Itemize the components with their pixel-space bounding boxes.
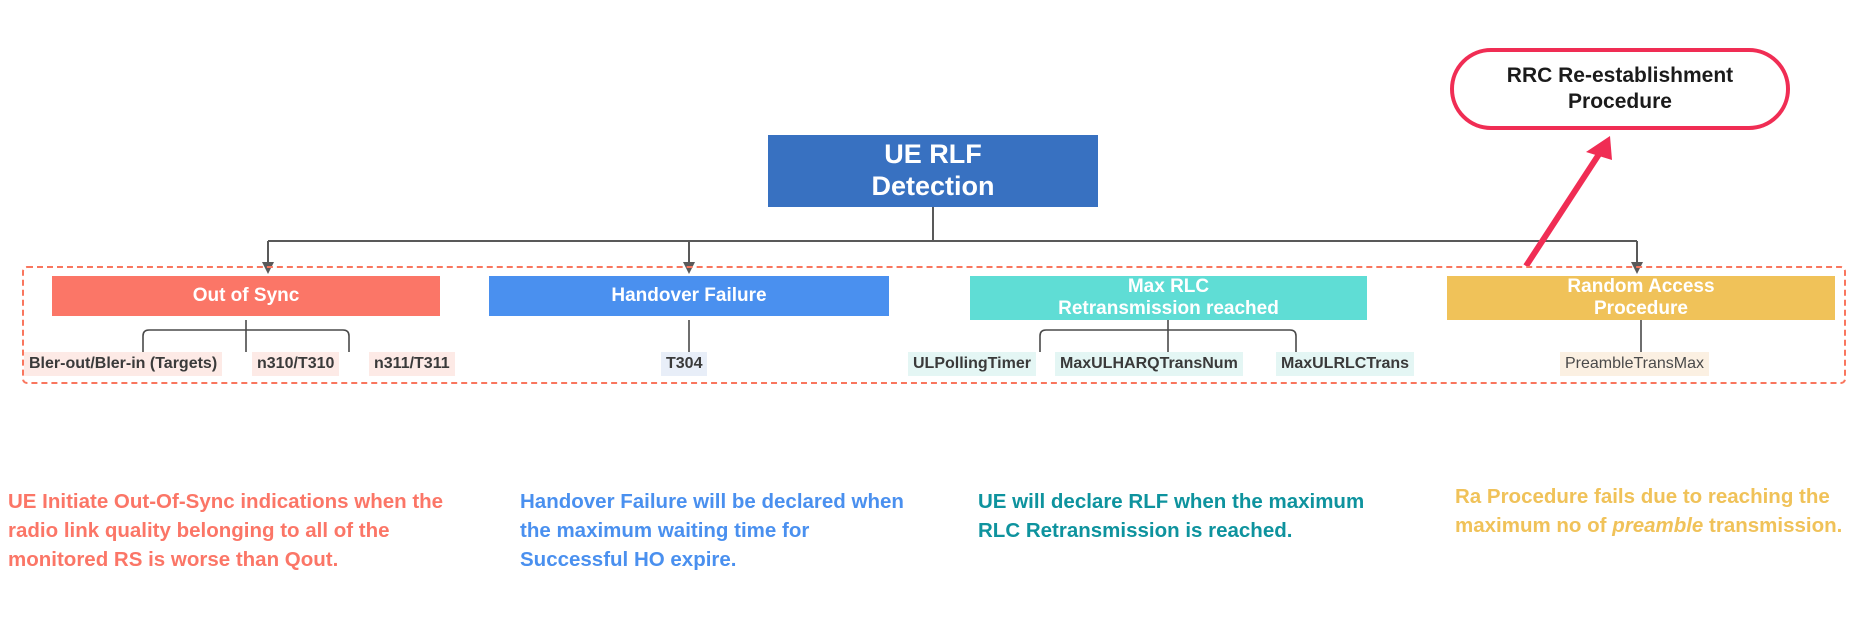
caption-out-of-sync: UE Initiate Out-Of-Sync indications when…	[8, 490, 444, 572]
root-node-line2: Detection	[871, 171, 995, 201]
caption-random-access: Ra Procedure fails due to reaching the m…	[1455, 482, 1855, 540]
branch-random-access-line2: Procedure	[1594, 298, 1688, 319]
caption-ra-after: transmission.	[1703, 514, 1843, 538]
branch-random-access-label: Random Access Procedure	[1567, 276, 1714, 320]
leaf-n311-t311[interactable]: n311/T311	[369, 352, 455, 376]
leaf-maxulharqtransnum[interactable]: MaxULHARQTransNum	[1055, 352, 1243, 376]
caption-handover-failure: Handover Failure will be declared when t…	[520, 490, 904, 572]
caption-max-rlc: UE will declare RLF when the maximum RLC…	[978, 490, 1365, 543]
rlf-causes-group-boundary	[22, 266, 1846, 384]
rrc-node-line1: RRC Re-establishment	[1506, 63, 1734, 87]
branch-max-rlc-line2: Retransmission reached	[1058, 298, 1279, 319]
branch-max-rlc-retransmission[interactable]: Max RLC Retransmission reached	[970, 276, 1367, 320]
leaf-maxulrlctrans[interactable]: MaxULRLCTrans	[1276, 352, 1415, 376]
root-node-label: UE RLF Detection	[871, 139, 994, 203]
leaf-bler-out-bler-in[interactable]: Bler-out/Bler-in (Targets)	[24, 352, 223, 376]
branch-handover-failure[interactable]: Handover Failure	[489, 276, 889, 316]
branch-random-access-line1: Random Access	[1567, 276, 1715, 298]
branch-max-rlc-line1: Max RLC	[1127, 276, 1210, 298]
rrc-reestablishment-node[interactable]: RRC Re-establishment Procedure	[1450, 48, 1790, 130]
leaf-t304[interactable]: T304	[661, 352, 708, 376]
branch-max-rlc-label: Max RLC Retransmission reached	[1058, 276, 1279, 320]
rrc-node-label: RRC Re-establishment Procedure	[1507, 63, 1733, 116]
leaf-ulpollingtimer[interactable]: ULPollingTimer	[908, 352, 1036, 376]
root-node-ue-rlf-detection[interactable]: UE RLF Detection	[768, 135, 1098, 207]
root-node-line1: UE RLF	[884, 139, 982, 170]
branch-handover-failure-label: Handover Failure	[611, 285, 767, 307]
branch-out-of-sync-label: Out of Sync	[192, 285, 300, 307]
caption-ra-before: Ra Procedure fails due to reaching the m…	[1455, 485, 1830, 538]
branch-random-access-procedure[interactable]: Random Access Procedure	[1447, 276, 1835, 320]
leaf-n310-t310[interactable]: n310/T310	[252, 352, 340, 376]
branch-out-of-sync[interactable]: Out of Sync	[52, 276, 440, 316]
rrc-node-line2: Procedure	[1568, 90, 1672, 113]
leaf-preambletransmax[interactable]: PreambleTransMax	[1560, 352, 1710, 376]
caption-ra-italic: preamble	[1612, 514, 1704, 538]
